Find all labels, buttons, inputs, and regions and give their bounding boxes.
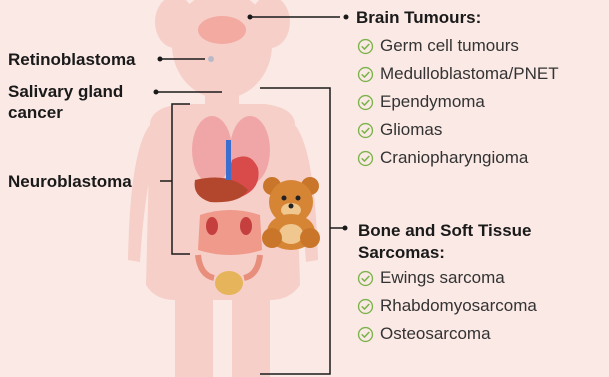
sarcoma-item: Rhabdomyosarcoma bbox=[357, 295, 537, 317]
label-retinoblastoma: Retinoblastoma bbox=[8, 49, 136, 70]
brain-tumour-item-label: Medulloblastoma/PNET bbox=[380, 64, 559, 84]
check-circle-icon bbox=[357, 326, 374, 343]
label-neuroblastoma: Neuroblastoma bbox=[8, 171, 132, 192]
brain-tumour-item-label: Gliomas bbox=[380, 120, 442, 140]
brain-tumour-item: Medulloblastoma/PNET bbox=[357, 63, 559, 85]
brain-tumours-heading: Brain Tumours: bbox=[356, 7, 481, 28]
sarcoma-item-label: Ewings sarcoma bbox=[380, 268, 505, 288]
sarcoma-item: Osteosarcoma bbox=[357, 323, 491, 345]
check-circle-icon bbox=[357, 66, 374, 83]
sarcoma-item: Ewings sarcoma bbox=[357, 267, 505, 289]
brain-tumour-item-label: Germ cell tumours bbox=[380, 36, 519, 56]
label-salivary-line1: Salivary gland bbox=[8, 81, 123, 102]
bone-heading-line1: Bone and Soft Tissue bbox=[358, 220, 532, 241]
check-circle-icon bbox=[357, 298, 374, 315]
brain-tumour-item-label: Ependymoma bbox=[380, 92, 485, 112]
check-circle-icon bbox=[357, 270, 374, 287]
brain-highlight bbox=[198, 16, 246, 44]
sarcoma-item-label: Osteosarcoma bbox=[380, 324, 491, 344]
brain-tumour-item: Gliomas bbox=[357, 119, 442, 141]
label-salivary-line2: cancer bbox=[8, 102, 63, 123]
bone-heading-line2: Sarcomas: bbox=[358, 242, 445, 263]
brain-tumour-item: Germ cell tumours bbox=[357, 35, 519, 57]
check-circle-icon bbox=[357, 38, 374, 55]
check-circle-icon bbox=[357, 150, 374, 167]
brain-tumour-item: Ependymoma bbox=[357, 91, 485, 113]
eye-marker bbox=[208, 56, 214, 62]
brain-tumour-item: Craniopharyngioma bbox=[357, 147, 528, 169]
check-circle-icon bbox=[357, 122, 374, 139]
sarcoma-item-label: Rhabdomyosarcoma bbox=[380, 296, 537, 316]
brain-tumour-item-label: Craniopharyngioma bbox=[380, 148, 528, 168]
check-circle-icon bbox=[357, 94, 374, 111]
